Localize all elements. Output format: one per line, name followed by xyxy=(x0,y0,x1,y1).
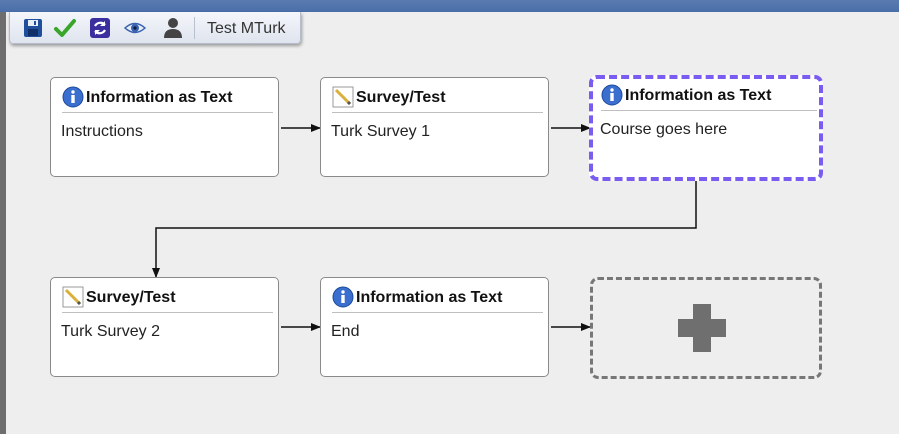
user-icon[interactable] xyxy=(162,17,184,39)
node-type: Information as Text xyxy=(356,289,503,306)
node-header: Information as Text xyxy=(62,84,273,113)
info-icon xyxy=(62,86,84,108)
survey-icon xyxy=(332,86,354,108)
node-label: Course goes here xyxy=(600,121,728,138)
node-header: Information as Text xyxy=(601,82,817,111)
toolbar: Test MTurk xyxy=(9,12,301,44)
survey-title: Test MTurk xyxy=(207,20,286,37)
node-header: Information as Text xyxy=(332,284,543,313)
flow-node[interactable]: Information as Text End xyxy=(320,277,549,377)
node-type: Information as Text xyxy=(625,87,772,104)
node-type: Information as Text xyxy=(86,89,233,106)
node-label: End xyxy=(331,323,360,340)
node-label: Instructions xyxy=(61,123,143,140)
refresh-icon[interactable] xyxy=(89,17,111,39)
add-node-button[interactable] xyxy=(590,277,822,379)
survey-icon xyxy=(62,286,84,308)
preview-icon[interactable] xyxy=(123,17,147,39)
node-type: Survey/Test xyxy=(86,289,176,306)
node-header: Survey/Test xyxy=(62,284,273,313)
node-header: Survey/Test xyxy=(332,84,543,113)
connector-3-4 xyxy=(152,180,697,278)
flow-node-selected[interactable]: Information as Text Course goes here xyxy=(589,75,823,181)
flow-node[interactable]: Information as Text Instructions xyxy=(50,77,279,177)
node-label: Turk Survey 2 xyxy=(61,323,160,340)
info-icon xyxy=(332,286,354,308)
check-icon[interactable] xyxy=(54,17,76,39)
flow-node[interactable]: Survey/Test Turk Survey 2 xyxy=(50,277,279,377)
window-top-bar xyxy=(0,0,899,12)
left-edge-bar xyxy=(0,12,6,434)
node-type: Survey/Test xyxy=(356,89,446,106)
node-label: Turk Survey 1 xyxy=(331,123,430,140)
flow-node[interactable]: Survey/Test Turk Survey 1 xyxy=(320,77,549,177)
toolbar-separator xyxy=(194,17,195,39)
save-icon[interactable] xyxy=(22,17,44,39)
info-icon xyxy=(601,84,623,106)
